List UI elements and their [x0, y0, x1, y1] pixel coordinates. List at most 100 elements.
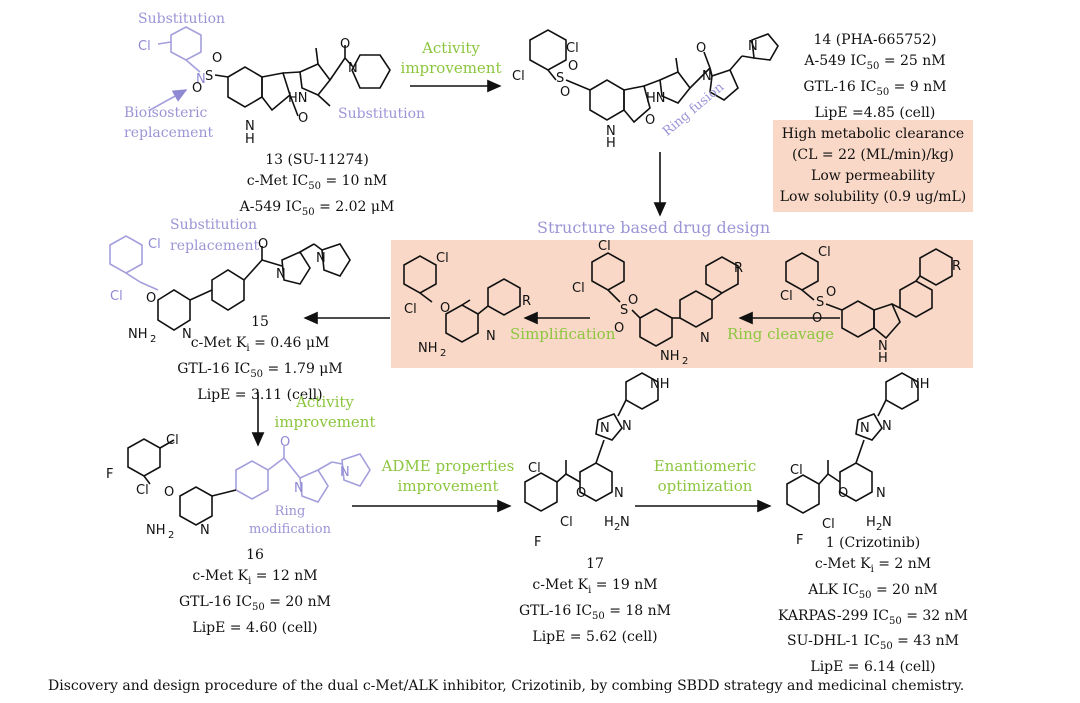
compound-13-title: 13 (SU-11274): [265, 152, 369, 168]
svg-text:O: O: [280, 435, 290, 450]
compound-17-number: 17: [586, 556, 604, 572]
svg-text:R: R: [522, 294, 531, 309]
svg-text:O: O: [340, 37, 350, 52]
svg-text:N: N: [882, 419, 892, 434]
compound-16-gtl16: GTL-16 IC50 = 20 nM: [178, 593, 332, 613]
compound-15-number: 15: [251, 314, 269, 330]
label-substitution-13-top: Substitution: [138, 11, 226, 27]
svg-text:H: H: [878, 351, 888, 366]
svg-text:NH: NH: [146, 523, 166, 538]
svg-text:Cl: Cl: [138, 39, 151, 54]
compound-16-lipe: LipE = 4.60 (cell): [192, 619, 318, 636]
compound-17-cmet: c-Met Ki = 19 nM: [532, 577, 658, 596]
compound-14-title: 14 (PHA-665752): [813, 32, 937, 48]
svg-text:2: 2: [682, 356, 688, 367]
svg-text:NH: NH: [128, 327, 148, 342]
compound-1-title: 1 (Crizotinib): [825, 535, 921, 551]
svg-text:N: N: [348, 61, 358, 76]
compound-17-data: 17 c-Met Ki = 19 nM GTL-16 IC50 = 18 nM …: [510, 554, 680, 648]
svg-text:O: O: [164, 485, 174, 500]
svg-text:N: N: [340, 465, 350, 480]
compound-16-cmet: c-Met Ki = 12 nM: [192, 568, 318, 587]
svg-text:F: F: [106, 467, 113, 482]
svg-text:NH: NH: [650, 377, 670, 392]
svg-text:N: N: [294, 481, 304, 496]
svg-text:R: R: [952, 259, 961, 274]
compound-14-issues: High metabolic clearance (CL = 22 (ML/mi…: [779, 126, 967, 205]
svg-text:N: N: [245, 119, 255, 134]
svg-text:O: O: [192, 81, 202, 96]
svg-text:H: H: [604, 515, 614, 530]
svg-text:N: N: [614, 486, 624, 501]
sbdd-title: Structure based drug design: [537, 218, 771, 237]
svg-text:NH: NH: [418, 341, 438, 356]
label-replacement-15: replacement: [170, 238, 260, 254]
svg-text:Cl: Cl: [818, 245, 831, 260]
compound-17-gtl16: GTL-16 IC50 = 18 nM: [518, 602, 672, 622]
compound-17-lipe: LipE = 5.62 (cell): [532, 628, 658, 645]
compound-14-a549: A-549 IC50 = 25 nM: [804, 53, 946, 72]
svg-text:N: N: [486, 329, 496, 344]
svg-text:N: N: [600, 421, 610, 436]
label-substitution-15: Substitution: [170, 217, 258, 233]
label-bioisosteric: Bioisosteric: [124, 105, 208, 121]
compound-14-data: 14 (PHA-665752) A-549 IC50 = 25 nM GTL-1…: [790, 30, 960, 124]
compound-1-karpas: KARPAS-299 IC50 = 32 nM: [777, 607, 969, 627]
svg-text:N: N: [860, 421, 870, 436]
svg-text:H: H: [606, 136, 616, 151]
svg-text:Cl: Cl: [136, 483, 149, 498]
svg-text:S: S: [620, 303, 628, 318]
svg-text:S: S: [816, 295, 824, 310]
compound-13-cmet: c-Met IC50 = 10 nM: [246, 173, 388, 192]
compound-15-data: 15 c-Met Ki = 0.46 μM GTL-16 IC50 = 1.79…: [170, 312, 350, 406]
svg-text:Cl: Cl: [110, 289, 123, 304]
svg-text:N: N: [876, 486, 886, 501]
compound-13-data: 13 (SU-11274) c-Met IC50 = 10 nM A-549 I…: [222, 150, 412, 223]
svg-text:O: O: [614, 321, 624, 336]
svg-text:N: N: [316, 251, 326, 266]
c14-property-box: [773, 120, 973, 212]
label-replacement: replacement: [124, 125, 214, 141]
svg-text:N: N: [200, 523, 210, 538]
compound-16-data: 16 c-Met Ki = 12 nM GTL-16 IC50 = 20 nM …: [170, 545, 340, 639]
svg-text:Cl: Cl: [566, 41, 579, 56]
svg-text:Cl: Cl: [822, 517, 835, 532]
compound-15-lipe: LipE = 3.11 (cell): [197, 386, 323, 403]
svg-text:N: N: [878, 339, 888, 354]
svg-text:NH: NH: [910, 377, 930, 392]
svg-text:Cl: Cl: [780, 289, 793, 304]
svg-text:N: N: [182, 327, 192, 342]
svg-text:O: O: [440, 301, 450, 316]
svg-text:2: 2: [168, 530, 174, 541]
svg-text:O: O: [258, 237, 268, 252]
svg-text:F: F: [534, 535, 541, 550]
svg-text:Cl: Cl: [598, 239, 611, 254]
svg-text:Cl: Cl: [512, 69, 525, 84]
compound-1-sudhl: SU-DHL-1 IC50 = 43 nM: [787, 633, 959, 653]
svg-text:HN: HN: [288, 91, 308, 106]
compound-1-data: 1 (Crizotinib) c-Met Ki = 2 nM ALK IC50 …: [768, 533, 978, 678]
svg-text:Cl: Cl: [528, 461, 541, 476]
svg-text:2: 2: [440, 348, 446, 359]
svg-text:N: N: [748, 39, 758, 54]
svg-text:R: R: [734, 261, 743, 276]
svg-text:N: N: [196, 72, 206, 87]
svg-text:Cl: Cl: [404, 302, 417, 317]
svg-text:N: N: [882, 515, 892, 530]
label-substitution-13-right: Substitution: [338, 106, 426, 122]
svg-text:Cl: Cl: [560, 515, 573, 530]
svg-text:O: O: [576, 486, 586, 501]
crizotinib-f-atom: F: [796, 533, 804, 548]
svg-text:N: N: [622, 419, 632, 434]
svg-text:O: O: [696, 41, 706, 56]
